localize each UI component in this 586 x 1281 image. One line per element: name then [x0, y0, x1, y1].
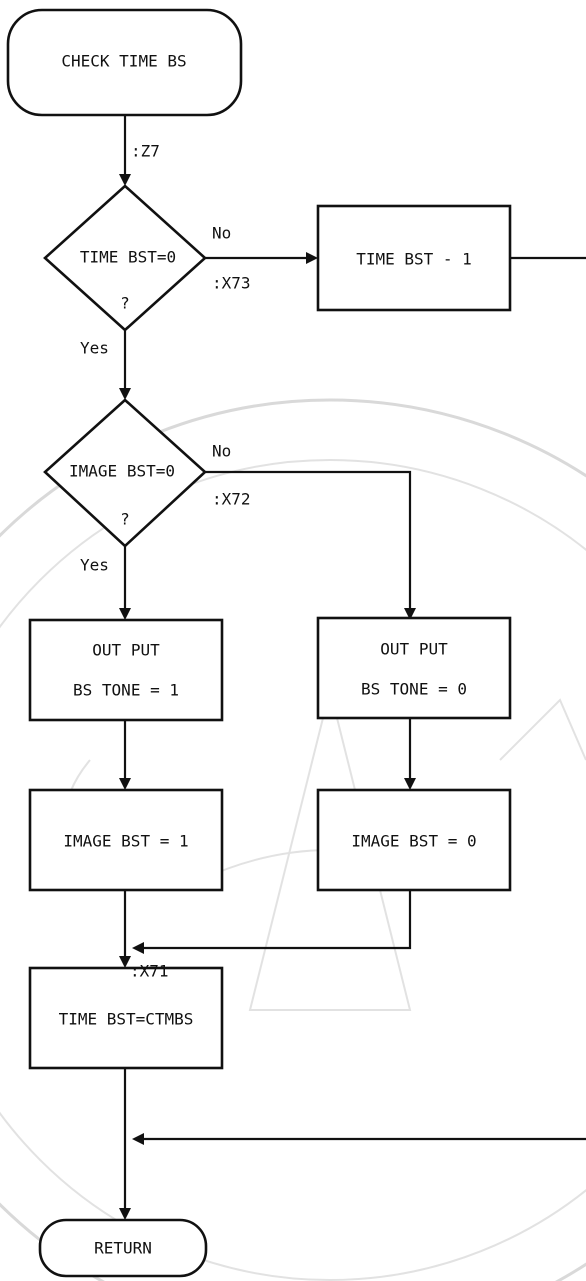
label-z27: :Z7: [131, 142, 160, 161]
process-decrement: TIME BST - 1: [318, 206, 510, 310]
decision-time-text: TIME BST=0: [80, 248, 176, 267]
end-terminator: RETURN: [40, 1220, 206, 1276]
arrowhead: [119, 1208, 131, 1220]
start-text: CHECK TIME BS: [61, 52, 186, 71]
process-time-reset: TIME BST=CTMBS: [30, 968, 222, 1068]
decision-image-bst: IMAGE BST=0 ?: [45, 400, 205, 546]
arrowhead: [306, 252, 318, 264]
process-image-0-text: IMAGE BST = 0: [351, 832, 476, 851]
process-output-tone-1: OUT PUT BS TONE = 1: [30, 620, 222, 720]
start-terminator: CHECK TIME BS: [8, 10, 241, 115]
process-output-0-line1: OUT PUT: [380, 640, 448, 659]
process-image-bst-1: IMAGE BST = 1: [30, 790, 222, 890]
arrowhead: [119, 608, 131, 620]
arrowhead: [119, 174, 131, 186]
label-yes-time: Yes: [80, 339, 109, 358]
end-text: RETURN: [94, 1239, 152, 1258]
label-x72: :X72: [212, 490, 251, 509]
decision-image-text: IMAGE BST=0: [69, 462, 175, 481]
label-x73: :X73: [212, 274, 251, 293]
decision-time-question-mark: ?: [120, 294, 130, 313]
decision-time-bst: TIME BST=0 ?: [45, 186, 205, 330]
label-x71: :X71: [130, 962, 169, 981]
process-output-1-line1: OUT PUT: [92, 641, 160, 660]
label-no-time: No: [212, 224, 231, 243]
label-yes-image: Yes: [80, 556, 109, 575]
process-output-0-line2: BS TONE = 0: [361, 680, 467, 699]
process-image-bst-0: IMAGE BST = 0: [318, 790, 510, 890]
process-time-reset-text: TIME BST=CTMBS: [59, 1010, 194, 1029]
edge-image-0-to-merge: [140, 890, 410, 948]
process-output-tone-0: OUT PUT BS TONE = 0: [318, 618, 510, 718]
arrowhead: [119, 778, 131, 790]
label-no-image: No: [212, 442, 231, 461]
process-image-1-text: IMAGE BST = 1: [63, 832, 188, 851]
arrowhead: [132, 942, 144, 954]
decision-image-question-mark: ?: [120, 510, 130, 529]
process-output-1-line2: BS TONE = 1: [73, 681, 179, 700]
arrowhead: [119, 388, 131, 400]
arrowhead: [404, 778, 416, 790]
process-decrement-text: TIME BST - 1: [356, 250, 472, 269]
arrowhead: [132, 1133, 144, 1145]
